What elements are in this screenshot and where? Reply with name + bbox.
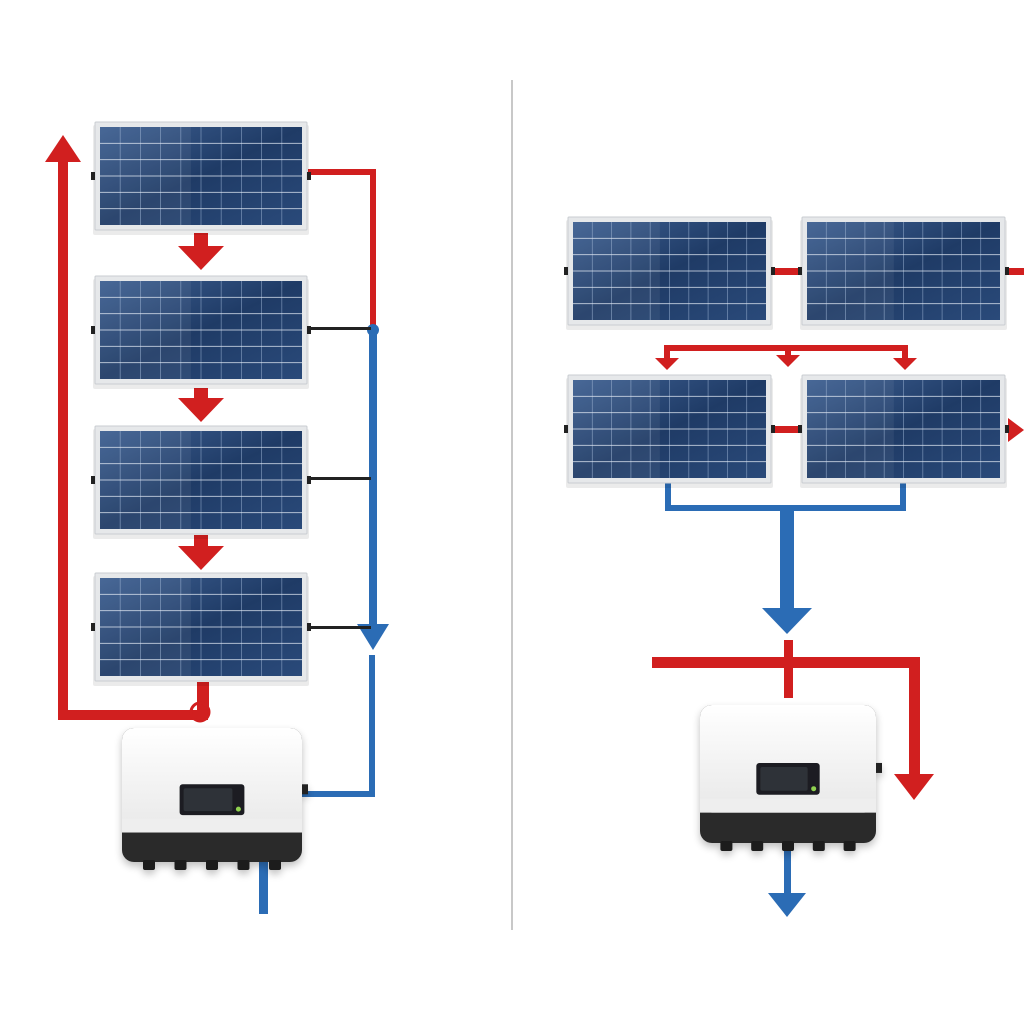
arrow-icon xyxy=(178,233,224,270)
solar-panel-icon xyxy=(91,275,311,389)
positive-links xyxy=(655,268,1024,442)
solar-panel-icon xyxy=(564,374,775,488)
right-arrow-icon xyxy=(1008,418,1024,442)
status-led-icon xyxy=(811,786,817,792)
solar-panel-icon xyxy=(798,216,1009,330)
series-parallel-diagram xyxy=(564,216,1024,917)
solar-panel-icon xyxy=(91,425,311,539)
negative-bus-wire xyxy=(665,482,906,917)
series-panels xyxy=(91,121,311,686)
series-inverter xyxy=(122,728,308,870)
negative-bus-wire xyxy=(259,330,389,914)
status-led-icon xyxy=(235,806,241,812)
connector-ring xyxy=(189,701,211,723)
inverter-display xyxy=(179,784,245,816)
solar-panel-icon xyxy=(798,374,1009,488)
arrow-icon xyxy=(178,535,224,570)
solar-panel-icon xyxy=(564,216,775,330)
positive-feed-wire xyxy=(308,169,376,329)
down-arrow-icon xyxy=(768,893,806,917)
down-arrow-icon xyxy=(894,774,934,800)
inverter-icon xyxy=(700,705,882,851)
series-flow-arrows xyxy=(178,233,224,712)
solar-panel-icon xyxy=(91,572,311,686)
panel-leads xyxy=(305,327,371,629)
positive-output-wire xyxy=(652,640,934,800)
inverter-icon xyxy=(122,728,308,870)
series-parallel-panels xyxy=(564,216,1009,488)
positive-return-wire xyxy=(45,135,208,720)
inverter-display xyxy=(756,762,820,795)
up-arrow-icon xyxy=(45,135,81,162)
down-arrow-icon xyxy=(762,608,812,634)
series-diagram xyxy=(45,121,389,914)
arrow-icon xyxy=(776,355,800,367)
solar-panel-icon xyxy=(91,121,311,235)
arrow-icon xyxy=(893,358,917,370)
arrow-icon xyxy=(178,388,224,422)
arrow-icon xyxy=(655,358,679,370)
series-parallel-inverter xyxy=(700,705,882,851)
down-arrow-icon xyxy=(357,624,389,650)
